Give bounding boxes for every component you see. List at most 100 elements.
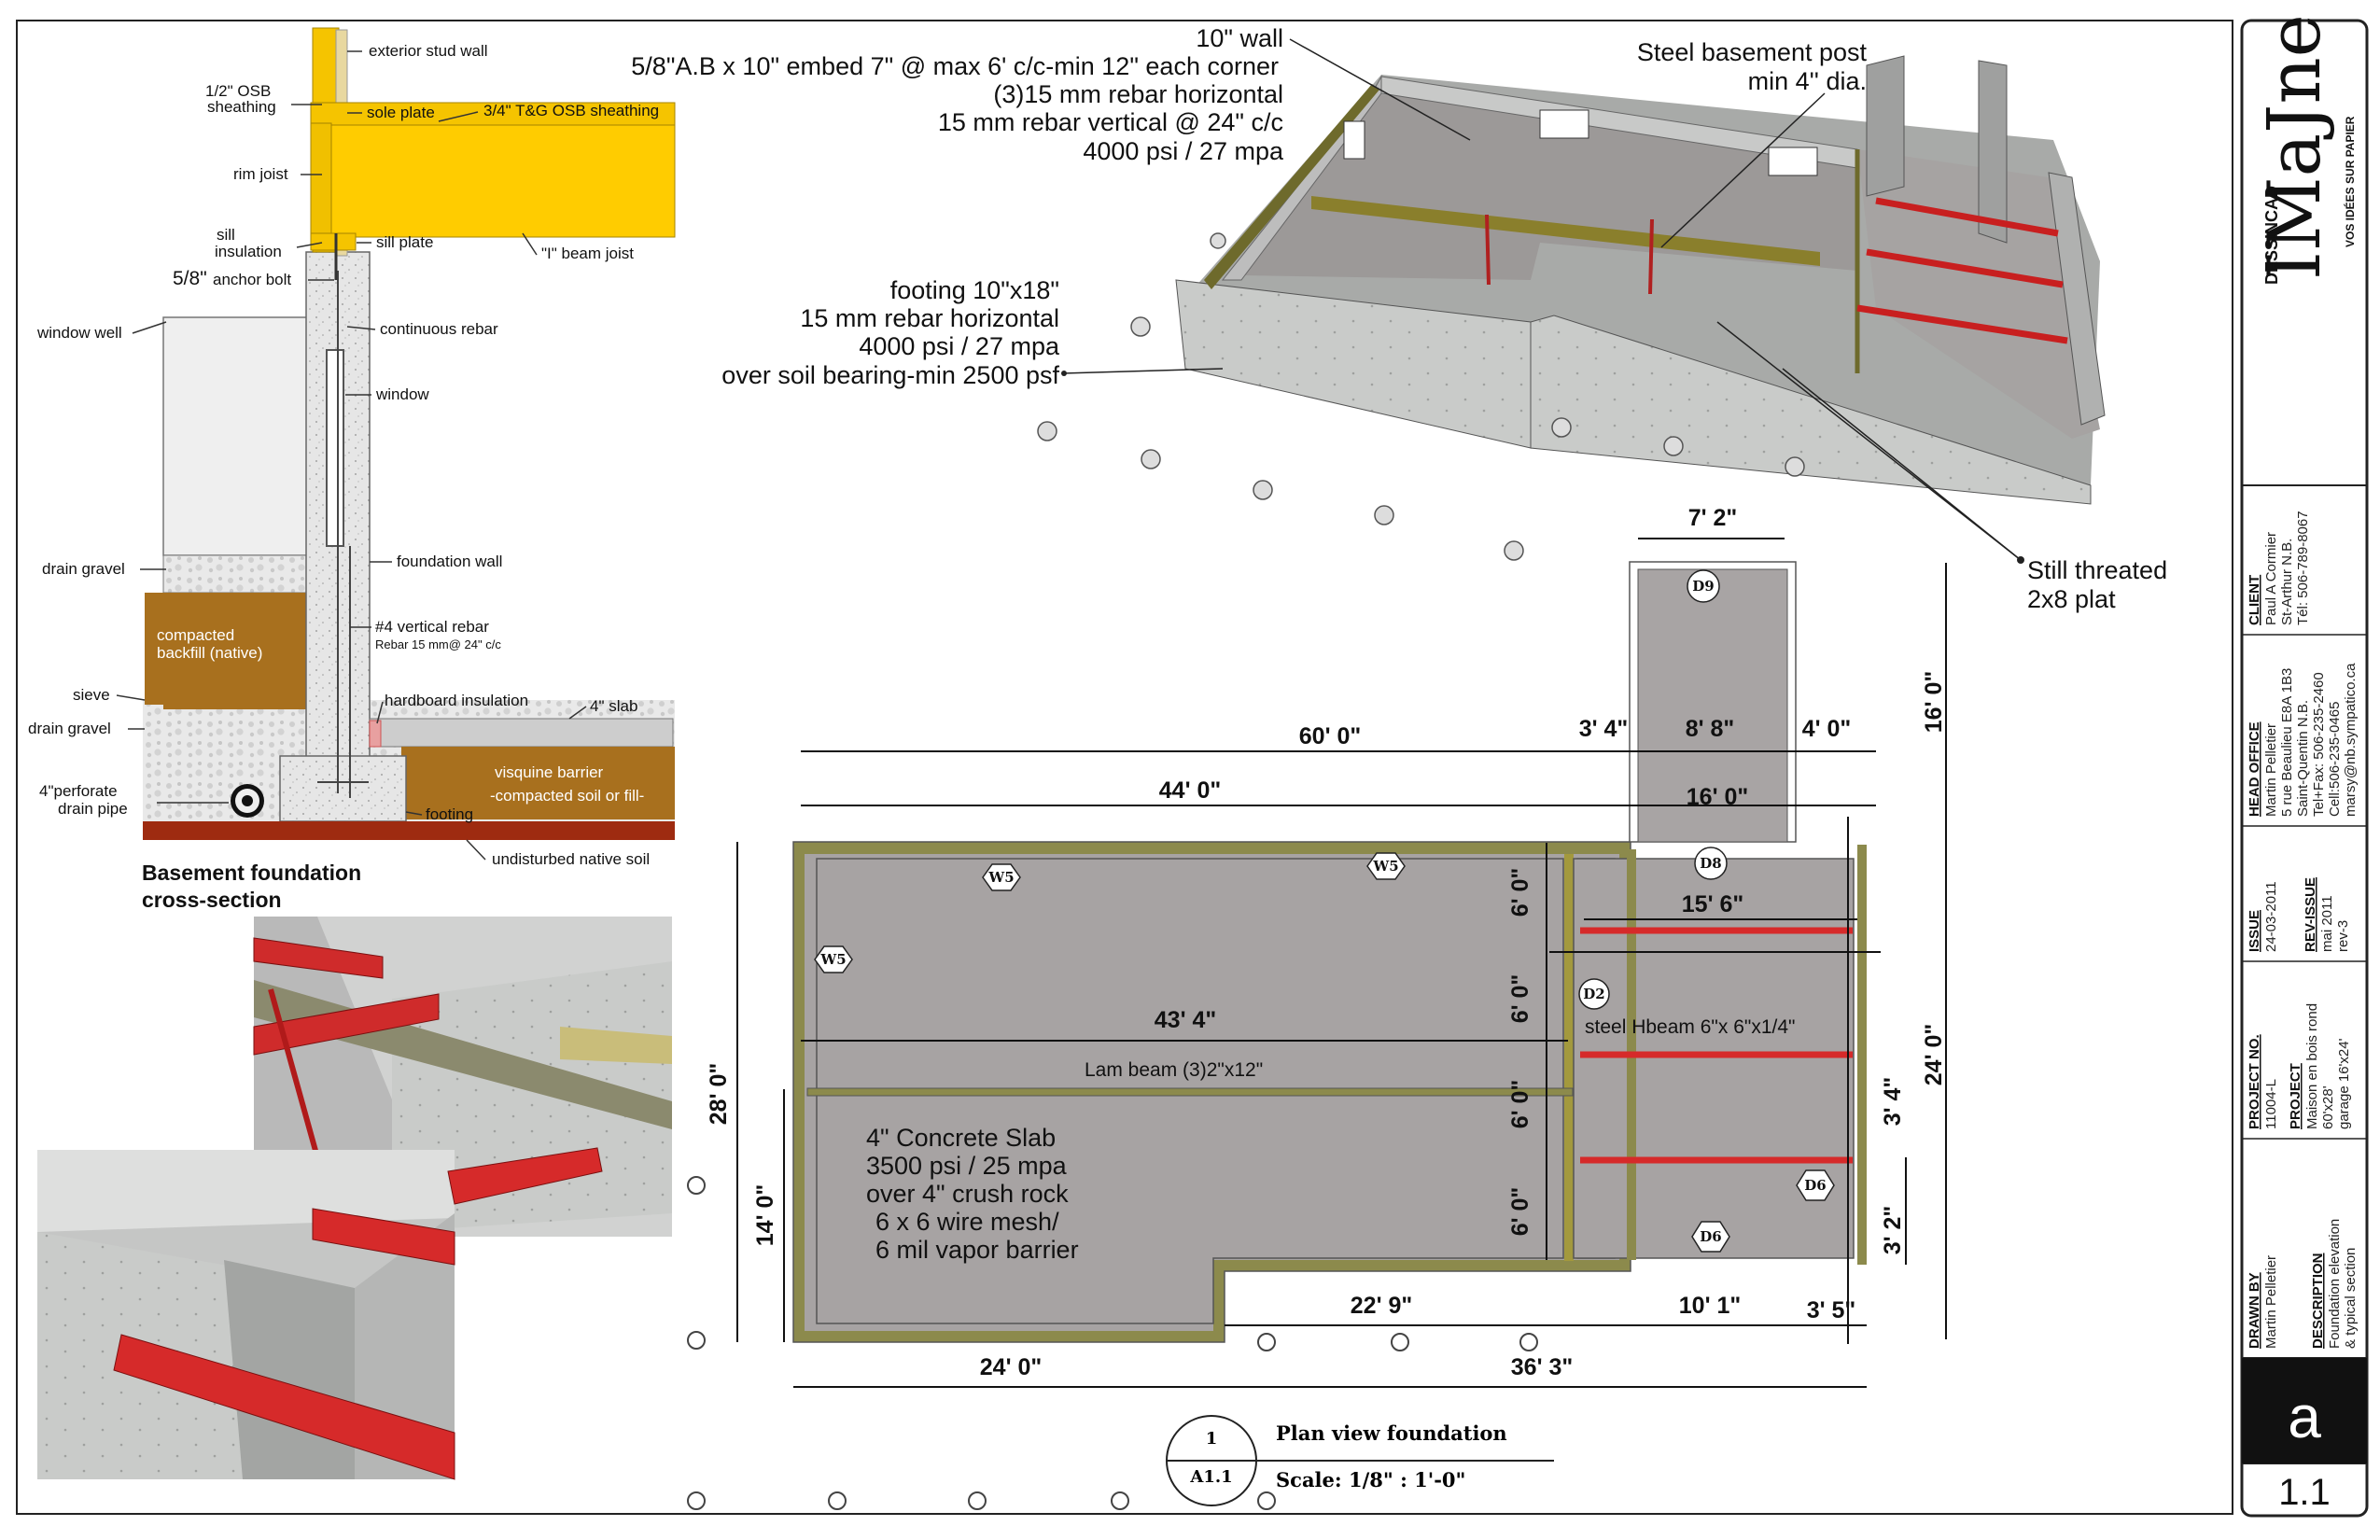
label-exterior-stud-wall: exterior stud wall bbox=[369, 42, 488, 60]
note-footing-1: footing 10"x18" bbox=[890, 276, 1059, 304]
plan-view-callout: 1 A1.1 Plan view foundation Scale: 1/8" … bbox=[1166, 1415, 1554, 1506]
dim-7-2: 7' 2" bbox=[1688, 505, 1738, 531]
slab-note-5: 6 mil vapor barrier bbox=[875, 1236, 1079, 1264]
slab-note-4: 6 x 6 wire mesh/ bbox=[875, 1208, 1059, 1236]
label-drain-pipe: 4"perforate bbox=[39, 782, 118, 800]
svg-text:D9: D9 bbox=[1692, 578, 1714, 595]
label-hardboard: hardboard insulation bbox=[385, 692, 528, 709]
note-footing-3: 4000 psi / 27 mpa bbox=[859, 332, 1060, 360]
dim-8-8: 8' 8" bbox=[1686, 716, 1735, 742]
title-block-frame bbox=[2240, 19, 2369, 1518]
head-office-line-4: Tel+Fax: 506-235-2460 bbox=[2311, 672, 2327, 817]
dim-6-0-c: 6' 0" bbox=[1507, 1080, 1533, 1129]
svg-text:W5: W5 bbox=[819, 951, 846, 968]
dim-24-0-bottom: 24' 0" bbox=[980, 1354, 1042, 1380]
label-sieve: sieve bbox=[73, 686, 110, 704]
foundation-plan bbox=[792, 561, 1867, 1343]
svg-text:W5: W5 bbox=[987, 869, 1014, 886]
logo-text: IMaJne bbox=[2253, 14, 2337, 280]
dim-3-5: 3' 5" bbox=[1807, 1297, 1856, 1323]
tag-d6-b: D6 bbox=[1691, 1221, 1730, 1253]
note-wall-2: (3)15 mm rebar horizontal bbox=[993, 80, 1283, 108]
svg-text:D8: D8 bbox=[1700, 855, 1721, 872]
label-drain-pipe-2: drain pipe bbox=[58, 800, 128, 818]
tag-w5-a: W5 bbox=[982, 863, 1021, 891]
label-osb-sheathing: 1/2" OSB bbox=[205, 82, 271, 100]
dim-24-0-right: 24' 0" bbox=[1921, 1024, 1947, 1085]
logo-prefix: DESSINCAD bbox=[2262, 186, 2281, 285]
drawn-by-value: Martin Pelletier bbox=[2263, 1255, 2279, 1349]
slab-note-2: 3500 psi / 25 mpa bbox=[866, 1152, 1068, 1180]
tag-d8: D8 bbox=[1694, 847, 1728, 880]
label-sole-plate: sole plate bbox=[367, 104, 435, 121]
note-footing-2: 15 mm rebar horizontal bbox=[800, 304, 1059, 332]
hbeam-label: steel Hbeam 6"x 6"x1/4" bbox=[1585, 1016, 1795, 1038]
description-heading: DESCRIPTION bbox=[2310, 1253, 2326, 1349]
description-line-1: Foundation elevation bbox=[2327, 1219, 2343, 1349]
title-block: IMaJne DESSINCAD VOS IDÉES SUR PAPIER CL… bbox=[2242, 14, 2367, 1513]
client-line-1: Paul A Cormier bbox=[2263, 532, 2279, 625]
drawn-by-heading: DRAWN BY bbox=[2247, 1272, 2262, 1349]
callout-number: 1 bbox=[1206, 1429, 1218, 1449]
project-no-heading: PROJECT NO. bbox=[2247, 1034, 2262, 1129]
sheet-number: 1.1 bbox=[2278, 1472, 2331, 1513]
note-wall-4: 4000 psi / 27 mpa bbox=[1083, 137, 1284, 165]
note-post-1: Steel basement post bbox=[1637, 38, 1868, 66]
dim-3-4-top: 3' 4" bbox=[1579, 716, 1629, 742]
client-line-2: St-Arthur N.B. bbox=[2279, 539, 2295, 625]
label-sill-insulation: sill bbox=[217, 226, 235, 244]
label-rim-joist: rim joist bbox=[233, 165, 288, 183]
dim-15-6: 15' 6" bbox=[1682, 891, 1743, 917]
description-line-2: & typical section bbox=[2343, 1248, 2359, 1349]
label-slab: 4" slab bbox=[590, 697, 637, 715]
svg-text:D2: D2 bbox=[1583, 986, 1604, 1002]
note-plate-1: Still threated bbox=[2027, 556, 2167, 584]
dim-10-1: 10' 1" bbox=[1679, 1293, 1741, 1319]
callout-scale: Scale: 1/8" : 1'-0" bbox=[1276, 1468, 1465, 1491]
label-window: window bbox=[375, 385, 429, 403]
label-tg-osb: 3/4" T&G OSB sheathing bbox=[483, 102, 659, 119]
note-footing-4: over soil bearing-min 2500 psf bbox=[721, 361, 1059, 389]
label-osb-sheathing-2: sheathing bbox=[207, 98, 276, 116]
tag-d2: D2 bbox=[1578, 978, 1610, 1010]
sheet-letter: a bbox=[2288, 1383, 2321, 1450]
callout-sheet: A1.1 bbox=[1189, 1467, 1232, 1487]
head-office-line-1: Martin Pelletier bbox=[2263, 723, 2279, 817]
dim-44-0: 44' 0" bbox=[1159, 777, 1221, 804]
plan-tags: W5 W5 W5 D9 D8 D2 D6 D6 bbox=[814, 569, 1835, 1253]
tag-w5-c: W5 bbox=[814, 945, 853, 973]
reissue-heading: REV-ISSUE bbox=[2303, 877, 2318, 952]
note-wall-1: 5/8"A.B x 10" embed 7" @ max 6' c/c-min … bbox=[631, 52, 1279, 80]
plan-annotations: steel Hbeam 6"x 6"x1/4" Lam beam (3)2"x1… bbox=[866, 1016, 1795, 1264]
label-sill-insulation-2: insulation bbox=[215, 243, 282, 260]
foundation-cross-section bbox=[143, 27, 676, 840]
issue-heading: ISSUE bbox=[2247, 910, 2262, 952]
dim-14-0: 14' 0" bbox=[752, 1184, 778, 1246]
svg-text:W5: W5 bbox=[1372, 858, 1398, 875]
section-labels: exterior stud wall 1/2" OSB sheathing so… bbox=[28, 42, 659, 912]
dim-4-0: 4' 0" bbox=[1802, 716, 1852, 742]
label-anchor-bolt-size: 5/8" bbox=[173, 268, 207, 289]
note-post-2: min 4'' dia. bbox=[1748, 67, 1867, 95]
tag-d6-a: D6 bbox=[1796, 1169, 1835, 1201]
label-drain-gravel-bottom: drain gravel bbox=[28, 720, 111, 737]
label-vertical-rebar: #4 vertical rebar bbox=[375, 618, 489, 636]
head-office-line-5: Cell:506-235-0465 bbox=[2327, 702, 2343, 817]
reissue-line-2: rev-3 bbox=[2335, 920, 2351, 952]
dim-6-0-b: 6' 0" bbox=[1507, 974, 1533, 1024]
dim-28-0: 28' 0" bbox=[706, 1063, 732, 1125]
head-office-line-6: marsy@nb.sympatico.ca bbox=[2343, 663, 2359, 817]
head-office-line-2: 5 rue Beaulieu E8A 1B3 bbox=[2279, 668, 2295, 817]
plan-markers bbox=[687, 1176, 1538, 1510]
slab-note-1: 4" Concrete Slab bbox=[866, 1124, 1056, 1152]
dim-6-0-d: 6' 0" bbox=[1507, 1187, 1533, 1237]
section-title-2: cross-section bbox=[142, 888, 282, 912]
label-foundation-wall: foundation wall bbox=[397, 553, 502, 570]
reissue-line-1: mai 2011 bbox=[2319, 895, 2335, 952]
svg-text:D6: D6 bbox=[1804, 1177, 1826, 1194]
label-native-soil: undisturbed native soil bbox=[492, 850, 650, 868]
project-line-2: 60'x28' bbox=[2320, 1085, 2336, 1129]
logo-tagline: VOS IDÉES SUR PAPIER bbox=[2343, 116, 2357, 247]
head-office-line-3: Saint-Quentin N.B. bbox=[2295, 700, 2311, 817]
